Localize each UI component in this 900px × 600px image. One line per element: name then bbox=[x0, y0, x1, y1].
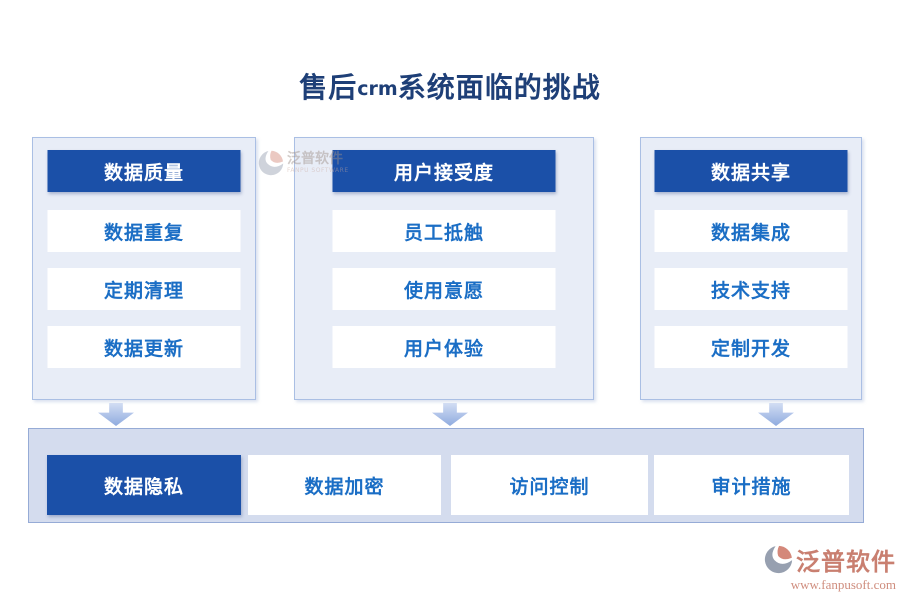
list-item: 定期清理 bbox=[47, 268, 241, 310]
bar-item-audit-measures: 审计措施 bbox=[654, 455, 849, 515]
page-title: 售后crm系统面临的挑战 bbox=[0, 66, 900, 106]
watermark-bottom-right: 泛普软件 www.fanpusoft.com bbox=[744, 542, 896, 593]
bar-item-access-control: 访问控制 bbox=[451, 455, 648, 515]
brand-url: www.fanpusoft.com bbox=[790, 577, 896, 592]
list-item: 员工抵触 bbox=[332, 210, 556, 252]
brand-logo-icon bbox=[258, 150, 284, 176]
column-header-data-sharing: 数据共享 bbox=[654, 150, 848, 192]
page-title-latin: crm bbox=[357, 78, 398, 100]
list-item: 数据集成 bbox=[654, 210, 848, 252]
down-arrow-icon bbox=[758, 403, 794, 426]
column-data-quality: 数据质量 数据重复 定期清理 数据更新 bbox=[32, 137, 256, 400]
list-item: 数据更新 bbox=[47, 326, 241, 368]
column-data-sharing: 数据共享 数据集成 技术支持 定制开发 bbox=[640, 137, 862, 400]
brand-name: 泛普软件 bbox=[796, 550, 896, 576]
page-title-post: 系统面临的挑战 bbox=[397, 73, 601, 104]
list-item: 用户体验 bbox=[332, 326, 556, 368]
column-user-acceptance: 用户接受度 员工抵触 使用意愿 用户体验 bbox=[294, 137, 594, 400]
list-item: 定制开发 bbox=[654, 326, 848, 368]
down-arrow-icon bbox=[432, 403, 468, 426]
page-title-pre: 售后 bbox=[299, 73, 358, 104]
list-item: 数据重复 bbox=[47, 210, 241, 252]
column-header-data-quality: 数据质量 bbox=[47, 150, 241, 192]
bottom-bar-data-security: 数据隐私 数据加密 访问控制 审计措施 bbox=[28, 428, 864, 523]
bar-item-data-privacy: 数据隐私 bbox=[47, 455, 241, 515]
list-item: 使用意愿 bbox=[332, 268, 556, 310]
brand-logo-icon bbox=[764, 545, 793, 574]
column-header-user-acceptance: 用户接受度 bbox=[332, 150, 556, 192]
watermark-brand-row: 泛普软件 bbox=[744, 542, 896, 577]
bar-item-data-encryption: 数据加密 bbox=[248, 455, 441, 515]
down-arrow-icon bbox=[98, 403, 134, 426]
list-item: 技术支持 bbox=[654, 268, 848, 310]
